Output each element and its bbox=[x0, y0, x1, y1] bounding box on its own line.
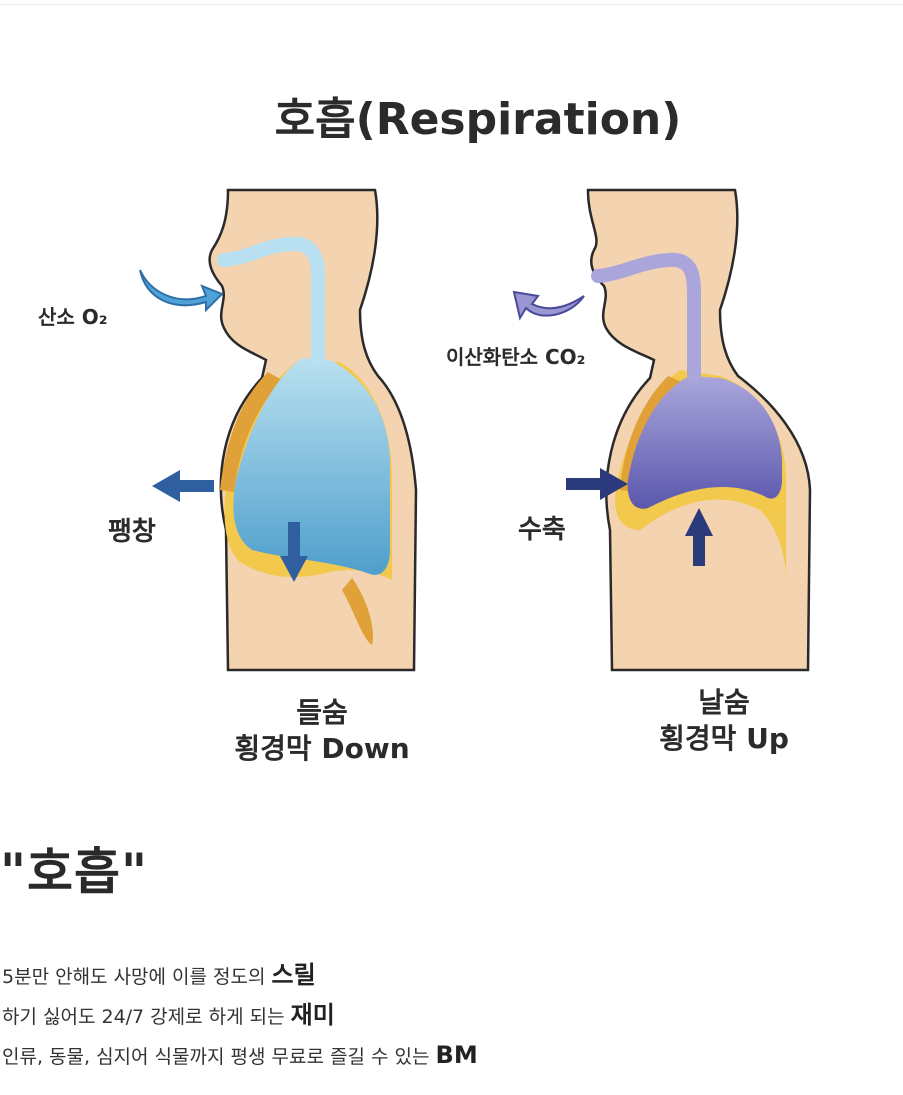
description-line: 인류, 동물, 심지어 식물까지 평생 무료로 즐길 수 있는 BM bbox=[2, 1035, 882, 1075]
diaphragm-up-label: 횡경막 Up bbox=[659, 722, 789, 755]
diaphragm-down-arrow bbox=[280, 522, 308, 582]
line-text: 인류, 동물, 심지어 식물까지 평생 무료로 즐길 수 있는 bbox=[2, 1046, 436, 1068]
exhale-label: 날숨 bbox=[698, 686, 750, 719]
exhale-airway bbox=[591, 252, 701, 383]
exhale-curved-arrow bbox=[512, 290, 585, 321]
exhale-lungs bbox=[627, 376, 782, 509]
line-text: 5분만 안해도 사망에 이를 정도의 bbox=[2, 966, 272, 988]
description-lines: 5분만 안해도 사망에 이를 정도의 스릴 하기 싫어도 24/7 강제로 하게… bbox=[2, 955, 882, 1075]
inhale-curved-arrow bbox=[139, 269, 224, 313]
diagram-title: 호흡(Respiration) bbox=[275, 94, 682, 145]
expand-arrow bbox=[152, 470, 214, 502]
inhale-label: 들숨 bbox=[296, 696, 348, 729]
diaphragm-down-label: 횡경막 Down bbox=[234, 732, 409, 765]
inhale-figure: 산소 O₂ 팽창 들숨 횡경막 Down bbox=[38, 188, 418, 765]
oxygen-label: 산소 O₂ bbox=[38, 305, 108, 329]
description-line: 하기 싫어도 24/7 강제로 하게 되는 재미 bbox=[2, 995, 882, 1035]
line-emphasis: 스릴 bbox=[271, 961, 316, 989]
expand-label: 팽창 bbox=[108, 517, 156, 547]
contract-arrow bbox=[566, 468, 628, 500]
diaphragm-up-arrow bbox=[685, 508, 713, 566]
line-text: 하기 싫어도 24/7 강제로 하게 되는 bbox=[2, 1006, 291, 1028]
description-line: 5분만 안해도 사망에 이를 정도의 스릴 bbox=[2, 955, 882, 995]
exhale-figure: 이산화탄소 CO₂ 수축 날숨 횡경막 Up bbox=[446, 188, 812, 755]
carbon-dioxide-label: 이산화탄소 CO₂ bbox=[446, 345, 585, 369]
inhale-rib bbox=[220, 372, 374, 645]
inhale-airway bbox=[217, 236, 325, 367]
inhale-lungs bbox=[233, 358, 390, 575]
respiration-diagram: 호흡(Respiration) 산소 O₂ 팽창 들숨 횡경막 Down bbox=[0, 60, 903, 800]
top-divider bbox=[0, 4, 903, 5]
contract-label: 수축 bbox=[518, 515, 566, 545]
section-heading: "호흡" bbox=[0, 843, 149, 901]
line-emphasis: 재미 bbox=[290, 1001, 335, 1029]
line-emphasis: BM bbox=[435, 1041, 478, 1069]
